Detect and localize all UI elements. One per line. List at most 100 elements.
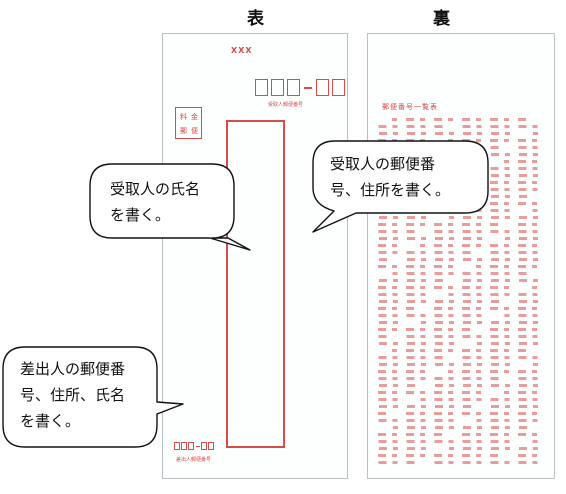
table-cell-mark bbox=[421, 342, 426, 345]
table-cell-mark bbox=[449, 300, 454, 303]
table-cell-mark bbox=[533, 174, 538, 177]
table-cell-mark bbox=[448, 398, 454, 401]
table-cell-mark bbox=[491, 300, 499, 303]
table-cell-mark bbox=[378, 335, 387, 338]
top-mark: XXX bbox=[231, 46, 253, 55]
table-cell-mark bbox=[448, 349, 453, 352]
table-cell-mark bbox=[435, 363, 443, 366]
table-cell-mark bbox=[532, 461, 538, 464]
table-cell-mark bbox=[491, 342, 499, 345]
table-cell-mark bbox=[505, 153, 510, 156]
table-cell-mark bbox=[434, 356, 443, 359]
table-cell-mark bbox=[462, 391, 470, 394]
table-cell-mark bbox=[392, 118, 397, 121]
table-cell-mark bbox=[532, 286, 537, 289]
table-cell-mark bbox=[504, 188, 510, 191]
table-cell-mark bbox=[491, 405, 499, 408]
table-cell-mark bbox=[434, 412, 442, 415]
table-cell-mark bbox=[491, 447, 499, 450]
table-cell-mark bbox=[532, 370, 537, 373]
table-cell-mark bbox=[462, 349, 470, 352]
table-cell-mark bbox=[393, 279, 398, 282]
table-cell-mark bbox=[519, 174, 527, 177]
table-cell-mark bbox=[518, 181, 526, 184]
table-cell-mark bbox=[378, 398, 387, 401]
table-cell-mark bbox=[406, 419, 415, 422]
table-cell-mark bbox=[448, 461, 454, 464]
table-cell-mark bbox=[490, 272, 499, 275]
recipient-code-label: 受取人郵便番号 bbox=[268, 102, 304, 108]
table-cell-mark bbox=[434, 230, 443, 233]
table-cell-mark bbox=[518, 433, 526, 436]
table-cell-mark bbox=[477, 426, 482, 429]
table-cell-mark bbox=[476, 454, 481, 457]
table-cell-mark bbox=[519, 342, 527, 345]
table-cell-mark bbox=[392, 328, 397, 331]
table-cell-mark bbox=[504, 370, 509, 373]
table-cell-mark bbox=[392, 230, 398, 233]
table-cell-mark bbox=[518, 188, 527, 191]
table-cell-mark bbox=[462, 293, 471, 296]
table-cell-mark bbox=[491, 321, 499, 324]
table-cell-mark bbox=[421, 447, 426, 450]
table-cell-mark bbox=[463, 384, 471, 387]
table-cell-mark bbox=[462, 328, 470, 331]
table-cell-mark bbox=[449, 426, 454, 429]
envelope-front: XXX 受取人郵便番号 料 金 郵 便 差出人郵便番号 bbox=[162, 33, 348, 479]
table-cell-mark bbox=[449, 363, 454, 366]
table-cell-mark bbox=[504, 398, 510, 401]
table-cell-mark bbox=[533, 132, 538, 135]
table-cell-mark bbox=[491, 174, 499, 177]
postal-digit-box bbox=[208, 442, 214, 450]
table-cell-mark bbox=[420, 272, 426, 275]
table-cell-mark bbox=[476, 391, 481, 394]
table-cell-mark bbox=[448, 391, 453, 394]
table-cell-mark bbox=[448, 251, 454, 254]
table-cell-mark bbox=[379, 384, 387, 387]
table-cell-mark bbox=[532, 356, 538, 359]
table-cell-mark bbox=[449, 342, 454, 345]
table-cell-mark bbox=[392, 419, 398, 422]
table-cell-mark bbox=[533, 321, 538, 324]
table-cell-mark bbox=[420, 244, 425, 247]
table-cell-mark bbox=[490, 167, 499, 170]
table-cell-mark bbox=[420, 370, 425, 373]
table-cell-mark bbox=[476, 125, 482, 128]
table-cell-mark bbox=[533, 216, 538, 219]
table-cell-mark bbox=[463, 447, 471, 450]
table-cell-mark bbox=[518, 419, 527, 422]
table-cell-mark bbox=[392, 272, 398, 275]
table-cell-mark bbox=[406, 461, 415, 464]
table-cell-mark bbox=[504, 293, 510, 296]
table-cell-mark bbox=[476, 286, 481, 289]
table-cell-mark bbox=[406, 391, 414, 394]
table-cell-mark bbox=[504, 461, 510, 464]
table-cell-mark bbox=[434, 335, 443, 338]
table-cell-mark bbox=[532, 167, 538, 170]
table-cell-mark bbox=[490, 209, 499, 212]
table-cell-mark bbox=[476, 377, 482, 380]
table-cell-mark bbox=[476, 440, 482, 443]
table-cell-mark bbox=[407, 300, 415, 303]
table-cell-mark bbox=[407, 363, 415, 366]
table-cell-mark bbox=[462, 377, 471, 380]
table-cell-mark bbox=[378, 314, 387, 317]
table-cell-mark bbox=[462, 286, 470, 289]
table-cell-mark bbox=[420, 398, 426, 401]
table-cell-mark bbox=[448, 454, 453, 457]
table-cell-mark bbox=[519, 426, 527, 429]
table-cell-mark bbox=[463, 405, 471, 408]
table-cell-mark bbox=[532, 293, 538, 296]
table-cell-mark bbox=[378, 251, 387, 254]
table-cell-mark bbox=[504, 272, 510, 275]
table-cell-mark bbox=[532, 244, 537, 247]
table-cell-mark bbox=[504, 307, 509, 310]
table-cell-mark bbox=[463, 258, 471, 261]
table-cell-mark bbox=[505, 174, 510, 177]
table-cell-mark bbox=[504, 125, 510, 128]
table-cell-mark bbox=[448, 335, 454, 338]
envelope-back: 郵便番号一覧表 bbox=[367, 33, 555, 479]
table-cell-mark bbox=[490, 181, 498, 184]
table-cell-mark bbox=[379, 279, 387, 282]
table-cell-mark bbox=[491, 279, 499, 282]
